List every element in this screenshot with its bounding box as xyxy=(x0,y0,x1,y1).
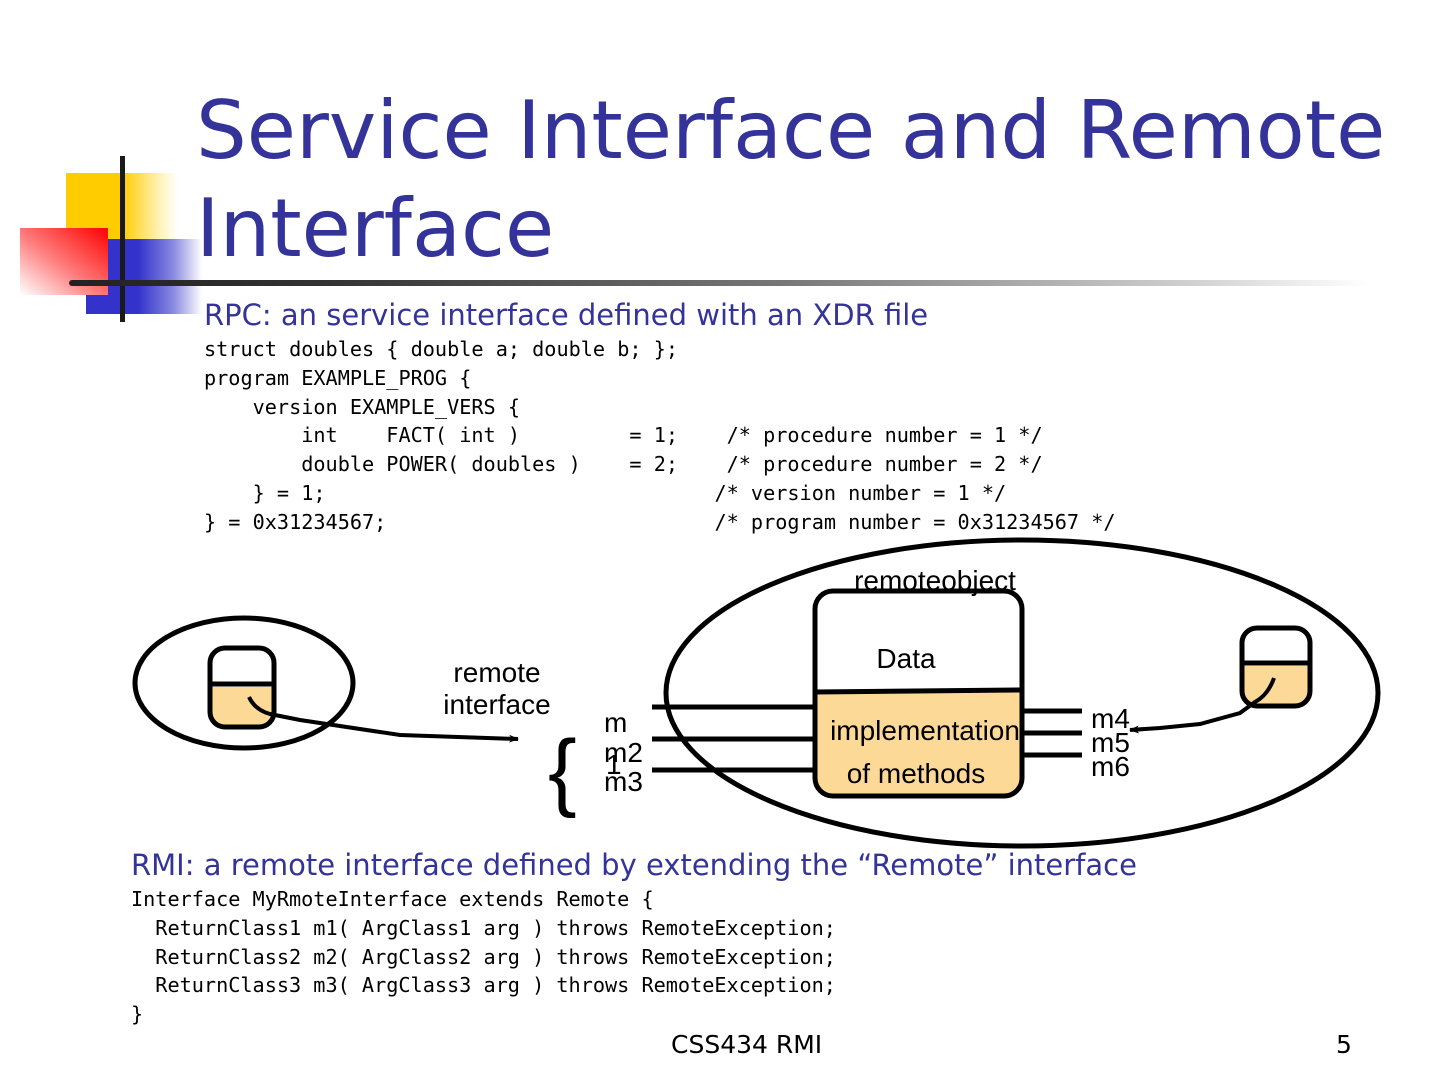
remote-object-box xyxy=(812,588,1025,799)
implementation-label: implementation xyxy=(830,715,1020,746)
code-line: ReturnClass1 m1( ArgClass1 arg ) throws … xyxy=(131,915,836,940)
code-line: ReturnClass2 m2( ArgClass2 arg ) throws … xyxy=(131,944,836,969)
method-label: m5 xyxy=(1091,727,1130,758)
code-line: ReturnClass3 m3( ArgClass3 arg ) throws … xyxy=(131,973,836,998)
method-label: m2 xyxy=(604,737,643,768)
code-line: int FACT( int ) = 1; /* procedure number… xyxy=(204,423,1043,448)
decoration-vertical-line xyxy=(120,156,125,322)
rpc-code-block: struct doubles { double a; double b; }; … xyxy=(204,335,1116,537)
method-label: m6 xyxy=(1091,751,1130,782)
remote-interface-label-line2: interface xyxy=(443,689,550,720)
remote-interface-label: remote xyxy=(453,657,540,688)
server-ellipse xyxy=(663,537,1381,849)
rmi-code-block: Interface MyRmoteInterface extends Remot… xyxy=(131,885,836,1029)
code-line: } = 0x31234567; /* program number = 0x31… xyxy=(204,509,1116,534)
code-line: } xyxy=(131,1002,144,1027)
method-label: m3 xyxy=(604,766,643,797)
method-label: 1 xyxy=(606,749,622,780)
title-underline-rule xyxy=(69,280,1369,286)
client-arrow xyxy=(247,696,519,743)
server-client-object-icon xyxy=(1239,625,1313,709)
brace-glyph: { xyxy=(548,723,577,819)
code-line: program EXAMPLE_PROG { xyxy=(204,365,472,390)
client-object-icon xyxy=(207,645,277,730)
code-line: struct doubles { double a; double b; }; xyxy=(204,337,679,361)
method-label: m xyxy=(604,707,627,738)
implementation-label-line2: of methods xyxy=(847,758,986,789)
code-line: double POWER( doubles ) = 2; /* procedur… xyxy=(204,452,1043,477)
method-label: m4 xyxy=(1091,703,1130,734)
rpc-heading: RPC: an service interface defined with a… xyxy=(204,298,929,332)
server-arrow xyxy=(1129,677,1276,734)
code-line: version EXAMPLE_VERS { xyxy=(204,394,521,419)
code-line: Interface MyRmoteInterface extends Remot… xyxy=(131,887,654,911)
remote-object-label: remoteobject xyxy=(854,565,1016,596)
data-label: Data xyxy=(876,643,936,674)
client-ellipse xyxy=(132,615,356,751)
code-line: } = 1; /* version number = 1 */ xyxy=(204,480,1007,505)
footer-course-label: CSS434 RMI xyxy=(671,1030,823,1059)
rmi-heading: RMI: a remote interface defined by exten… xyxy=(131,848,1137,882)
page-number: 5 xyxy=(1336,1030,1352,1059)
slide-title: Service Interface and Remote Interface xyxy=(196,84,1386,275)
